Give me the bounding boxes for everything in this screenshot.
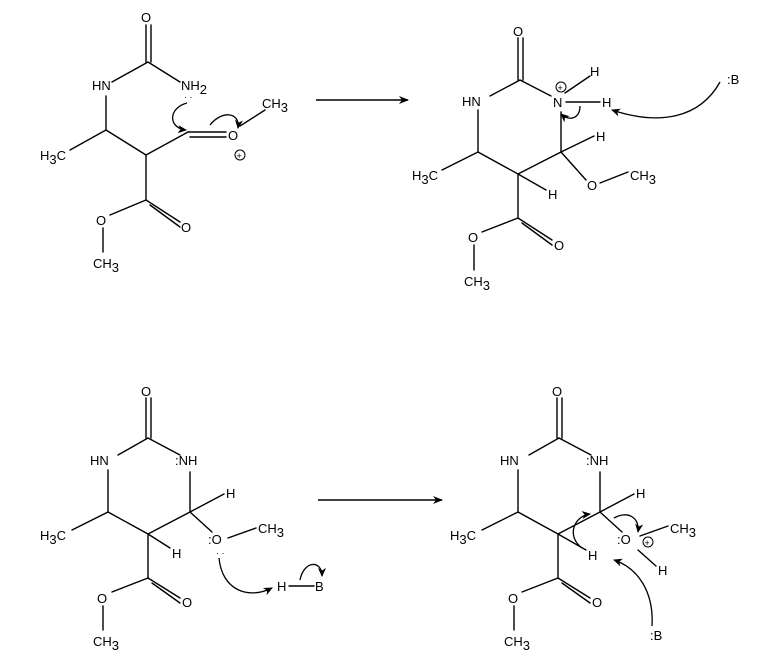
ether-lone-pair-3: · · — [216, 548, 225, 558]
ring-hydrogen-2b: H — [548, 187, 557, 202]
ch3-label-2: CH3 — [630, 168, 656, 187]
hb-base: B — [315, 579, 324, 594]
base-label-4: :B — [650, 628, 662, 643]
ester-ch3-label-2: CH3 — [464, 274, 490, 293]
ammonium-charge: + — [558, 83, 563, 93]
ch3-label-1: CH3 — [262, 96, 288, 115]
oxonium-charge-4: + — [645, 538, 650, 548]
ester-oxygen-1: O — [96, 213, 106, 228]
ring-hydrogen-3a: H — [226, 486, 235, 501]
ester-carbonyl-oxygen-3: O — [182, 595, 192, 610]
nh-label-3: :NH — [175, 453, 197, 468]
ring-hydrogen-4b: H — [588, 548, 597, 563]
ester-oxygen-4: O — [508, 591, 518, 606]
structure-4-protonated-ether: O HN :NH H3C H H :O + CH3 H O O CH3 :B — [450, 384, 696, 653]
h3c-label-2: H3C — [412, 168, 438, 187]
structure-2-cyclic-ammonium: O HN N + H H H3C H H O CH3 O O — [412, 24, 739, 293]
ether-oxygen-2: O — [587, 178, 597, 193]
hn-label: HN — [92, 78, 111, 93]
nh-label-4: :NH — [586, 453, 608, 468]
hb-hydrogen: H — [277, 579, 286, 594]
oxonium-charge-1: + — [237, 151, 242, 161]
ring-hydrogen-3b: H — [172, 546, 181, 561]
ester-ch3-label-1: CH3 — [93, 256, 119, 275]
structure-1-urea-ester: O HN NH2 · · H3C O + CH3 O O CH3 — [40, 10, 288, 275]
ch3-label-4: CH3 — [670, 521, 696, 540]
h3c-label-3: H3C — [40, 528, 66, 547]
nh2-lone-pair: · · — [184, 92, 193, 102]
hn-label-3: HN — [90, 453, 109, 468]
h3c-label-1: H3C — [40, 148, 66, 167]
ester-oxygen-3: O — [97, 591, 107, 606]
hn-label-2: HN — [462, 94, 481, 109]
oxonium-oxygen-1: O — [228, 128, 238, 143]
urea-oxygen-label-3: O — [141, 384, 151, 399]
nh-hydrogen-right: H — [602, 95, 611, 110]
ring-hydrogen-2a: H — [596, 129, 605, 144]
ch3-label-3: CH3 — [258, 521, 284, 540]
nh2-label: NH2 — [181, 78, 207, 97]
ester-carbonyl-oxygen-1: O — [181, 220, 191, 235]
h3c-label-4: H3C — [450, 528, 476, 547]
hn-label-4: HN — [500, 453, 519, 468]
nh-hydrogen-top: H — [590, 64, 599, 79]
oxonium-oxygen-4: :O — [617, 532, 631, 547]
base-label-2: :B — [727, 72, 739, 87]
urea-oxygen-label: O — [141, 10, 151, 25]
ammonium-n-label: N — [553, 95, 562, 110]
ester-oxygen-2: O — [468, 230, 478, 245]
ether-oxygen-3: :O — [208, 532, 222, 547]
urea-oxygen-label-2: O — [513, 24, 523, 39]
ester-ch3-label-4: CH3 — [504, 634, 530, 653]
ester-carbonyl-oxygen-4: O — [592, 595, 602, 610]
ester-ch3-label-3: CH3 — [93, 634, 119, 653]
structure-3-neutral-ring: O HN :NH H3C H H :O · · CH3 O O CH3 H B — [40, 384, 326, 653]
urea-oxygen-label-4: O — [552, 384, 562, 399]
ring-hydrogen-4a: H — [636, 486, 645, 501]
ester-carbonyl-oxygen-2: O — [554, 238, 564, 253]
oxonium-hydrogen-4: H — [658, 563, 667, 578]
